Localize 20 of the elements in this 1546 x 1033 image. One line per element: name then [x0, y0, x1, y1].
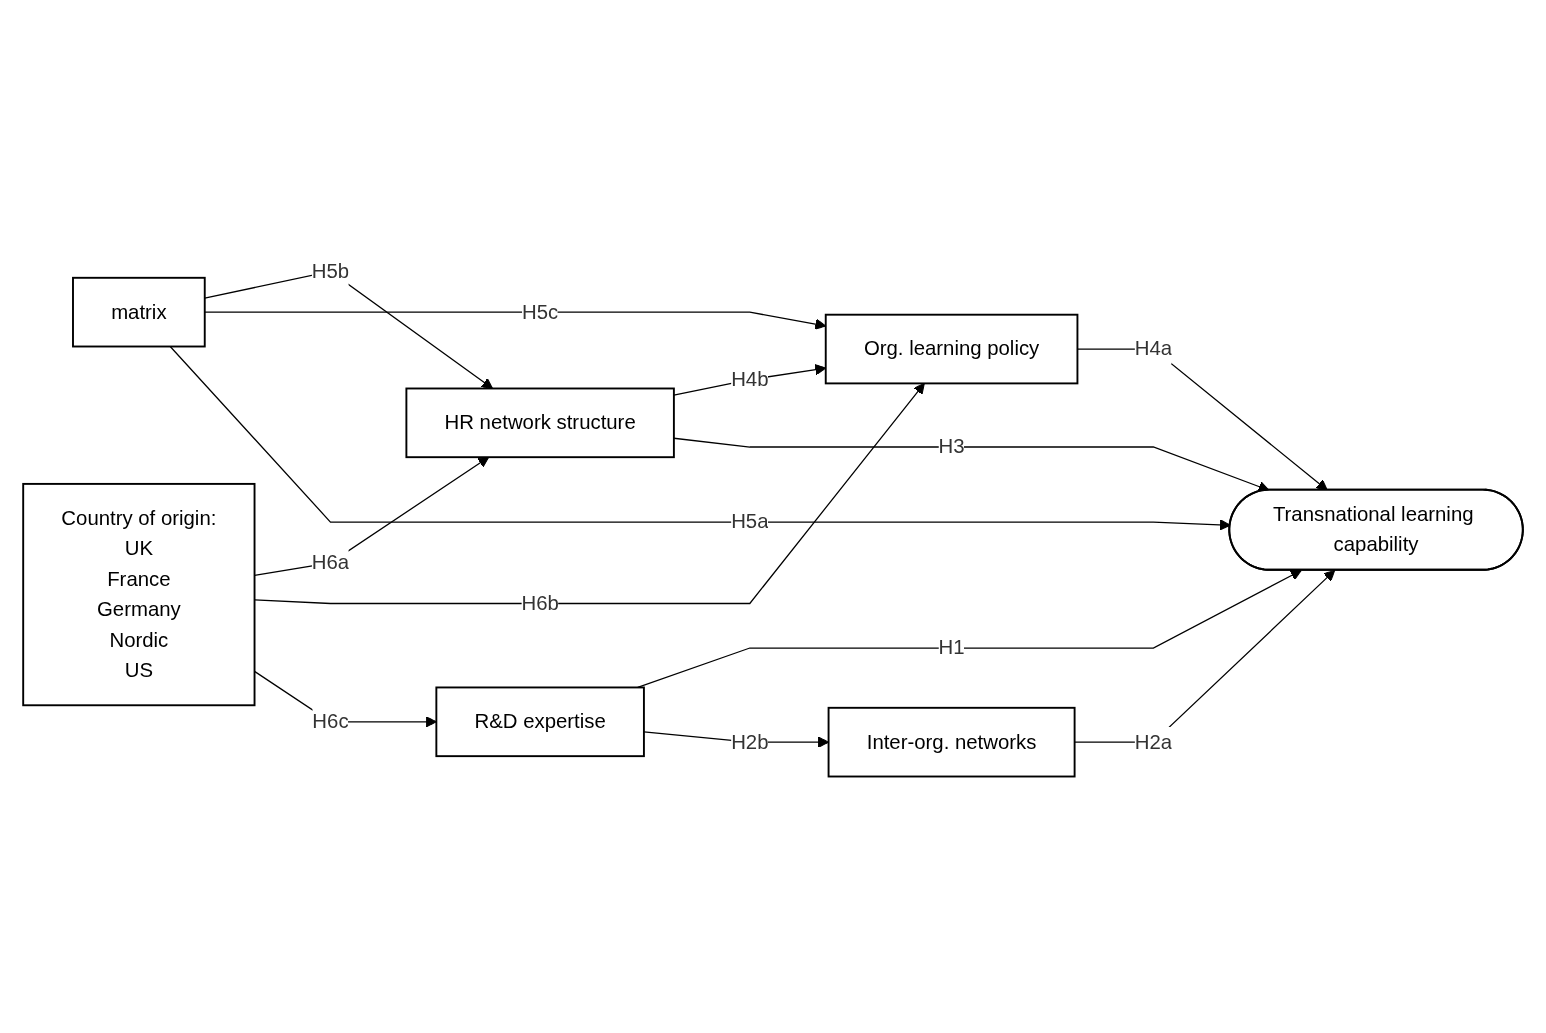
- node-box: matrix: [72, 277, 206, 348]
- edge-label: H4a: [1134, 337, 1173, 360]
- edge-label: H5a: [731, 510, 769, 533]
- arrow: [637, 570, 1302, 689]
- node-box: Country of origin: UK France Germany Nordic US: [22, 483, 256, 707]
- edge-label: H5c: [522, 300, 559, 323]
- edge-label: H6c: [312, 710, 349, 733]
- edge-label: H4b: [731, 368, 769, 390]
- node-box: R&D expertise: [435, 686, 645, 758]
- edge-label: H2b: [731, 730, 769, 753]
- arrow: [673, 437, 1270, 493]
- edge-label: H6a: [311, 551, 350, 574]
- node-box: Org. learning policy: [824, 313, 1079, 385]
- edge-label: H6b: [521, 592, 559, 614]
- edge-label: H5b: [311, 260, 350, 282]
- node-box: HR network structure: [405, 387, 675, 459]
- edge-label: H1: [938, 636, 965, 659]
- node-box: Inter-org. networks: [827, 707, 1076, 778]
- edge-label: H2a: [1134, 730, 1173, 753]
- edge-label: H3: [938, 435, 965, 458]
